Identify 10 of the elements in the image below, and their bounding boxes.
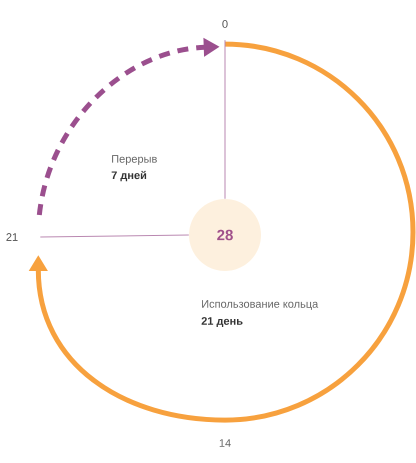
arrow [28, 42, 416, 423]
text-label: 21 день [202, 317, 243, 327]
tick-label: 14 [220, 439, 231, 447]
tick-label: 0 [222, 20, 228, 28]
text-label: Использование кольца [202, 300, 318, 310]
text-label: 7 дней [112, 170, 146, 182]
tick-label: 21 [6, 233, 18, 241]
connector-line [224, 40, 226, 200]
text-label: Перерыв [112, 155, 157, 165]
connector-line [40, 234, 190, 238]
